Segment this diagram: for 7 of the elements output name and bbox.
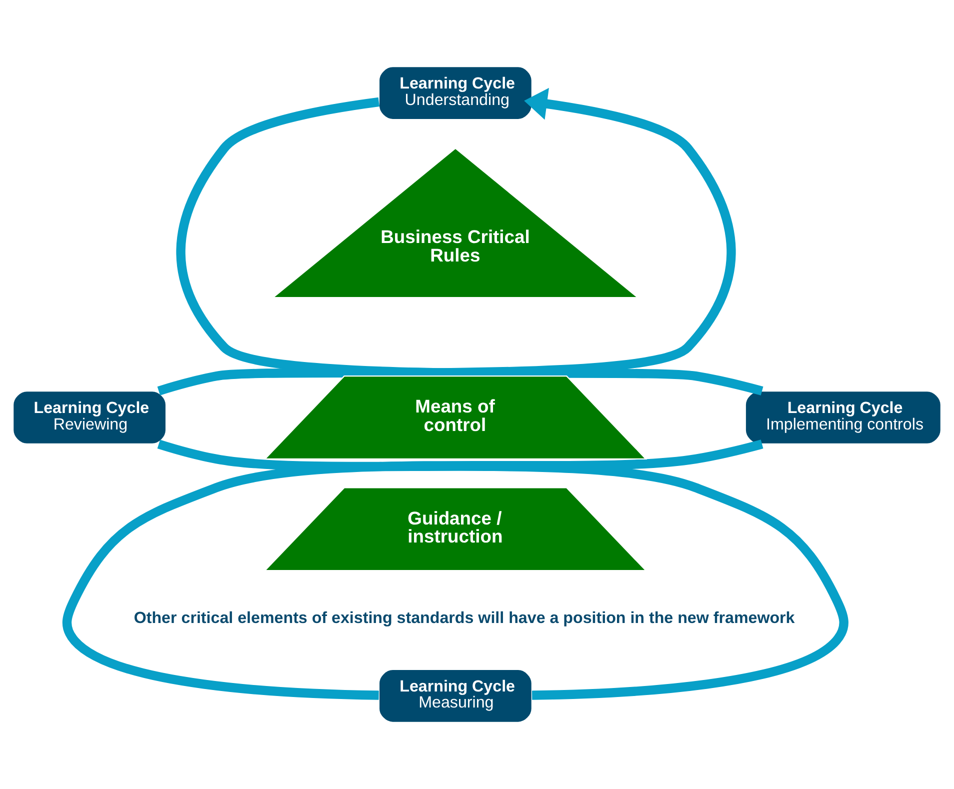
node-box: Learning Cycle Measuring	[378, 668, 532, 723]
node-box: Learning Cycle Understanding	[378, 66, 532, 120]
connector	[62, 440, 764, 700]
node-box: Learning Cycle Implementing controls	[744, 390, 942, 445]
node-box: Learning Cycle Reviewing	[12, 390, 167, 445]
label: Other critical elements of existing standards will have a position in the new framework	[134, 609, 795, 628]
connector	[157, 440, 848, 700]
